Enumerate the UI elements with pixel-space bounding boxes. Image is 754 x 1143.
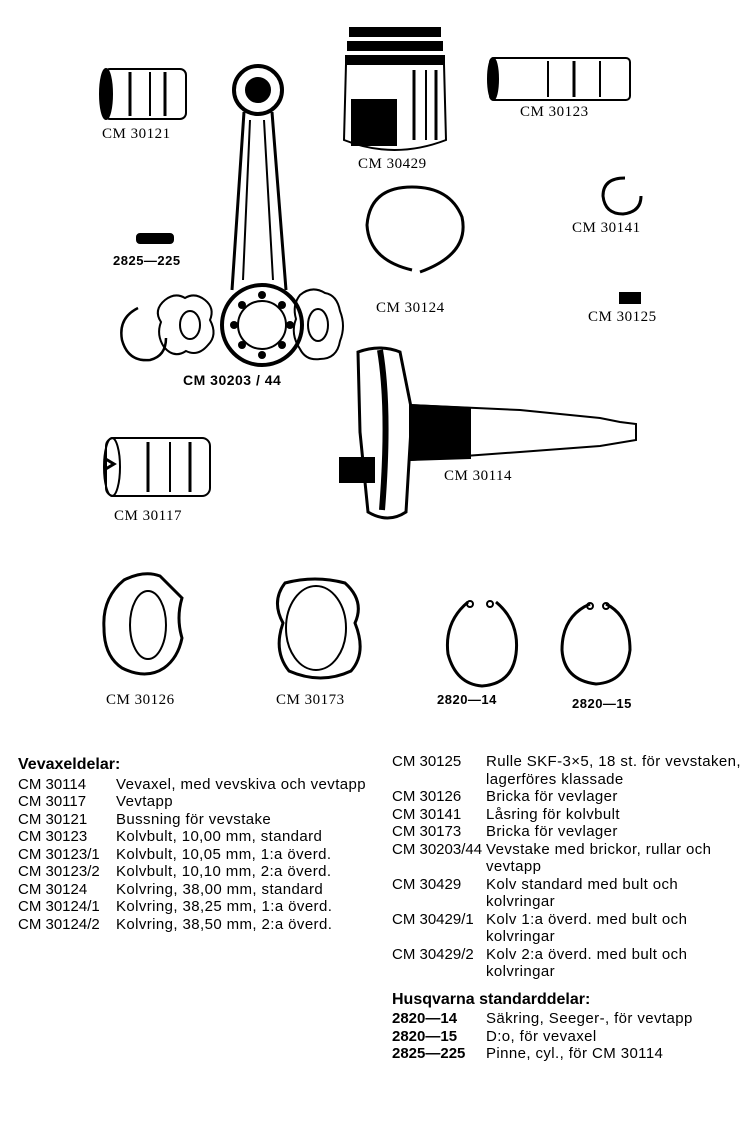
label-cm-30173: CM 30173 bbox=[276, 692, 345, 708]
washer-30126-drawing bbox=[102, 572, 184, 676]
parts-list-row: 2820—14 Säkring, Seeger-, för vevtapp bbox=[392, 1010, 742, 1028]
rod-washer-right-drawing bbox=[292, 288, 344, 361]
label-cm-30117: CM 30117 bbox=[114, 508, 183, 524]
parts-list-row: CM 30114 Vevaxel, med vevskiva och vevtap… bbox=[18, 776, 388, 794]
label-2820-14: 2820—14 bbox=[437, 692, 497, 707]
parts-list-row: CM 30429/1 Kolv 1:a överd. med bult och k… bbox=[392, 911, 742, 946]
bushing-drawing bbox=[99, 68, 187, 120]
part-description: Kolv standard med bult och kolvringar bbox=[486, 875, 679, 911]
label-2820-15: 2820—15 bbox=[572, 696, 632, 711]
small-circlip-drawing bbox=[120, 306, 168, 362]
label-cm-30114: CM 30114 bbox=[444, 468, 513, 484]
part-description: Säkring, Seeger-, för vevtapp bbox=[486, 1010, 693, 1027]
left-rows: CM 30114 Vevaxel, med vevskiva och vevtap… bbox=[18, 776, 388, 934]
part-description: Vevstake med brickor, rullar och vevtapp bbox=[486, 840, 712, 876]
parts-list-row: CM 30123 Kolvbult, 10,00 mm, standard bbox=[18, 828, 388, 846]
part-code: CM 30114 bbox=[18, 775, 87, 793]
circlip-2820-14-drawing bbox=[445, 600, 519, 688]
label-cm-30123: CM 30123 bbox=[520, 104, 589, 120]
label-2825-225: 2825—225 bbox=[113, 253, 181, 268]
label-cm-30203-44: CM 30203 / 44 bbox=[183, 372, 282, 388]
part-code: CM 30173 bbox=[392, 823, 462, 840]
label-cm-30141: CM 30141 bbox=[572, 220, 641, 236]
part-description: Rulle SKF-3×5, 18 st. för vevstaken, lag… bbox=[486, 753, 741, 788]
parts-illustration bbox=[99, 27, 643, 688]
part-code: 2825—225 bbox=[392, 1045, 466, 1062]
part-description: Pinne, cyl., för CM 30114 bbox=[486, 1045, 664, 1062]
part-description: Bricka för vevlager bbox=[486, 788, 618, 805]
circlip-2820-15-drawing bbox=[560, 602, 632, 686]
crankshaft-drawing bbox=[339, 346, 637, 520]
part-description: Kolvring, 38,50 mm, 2:a överd. bbox=[116, 915, 333, 933]
standard-parts-heading: Husqvarna standarddelar: bbox=[392, 990, 591, 1008]
part-description: Kolv 2:a överd. med bult och kolvringar bbox=[486, 945, 688, 981]
part-description: Kolvbult, 10,00 mm, standard bbox=[116, 828, 323, 845]
crankpin-drawing bbox=[103, 437, 211, 497]
parts-list-row: 2825—225 Pinne, cyl., för CM 30114 bbox=[392, 1045, 742, 1063]
parts-list-row: CM 30121 Bussning för vevstake bbox=[18, 811, 388, 829]
part-code: CM 30429 bbox=[392, 875, 462, 893]
parts-list-row: CM 30123/2 Kolvbult, 10,10 mm, 2:a överd. bbox=[18, 863, 388, 881]
piston-ring-drawing bbox=[365, 185, 465, 274]
parts-list-row: CM 30117 Vevtapp bbox=[18, 793, 388, 811]
part-code: CM 30126 bbox=[392, 788, 462, 805]
piston-drawing bbox=[342, 27, 448, 151]
part-code: CM 30124 bbox=[18, 880, 88, 898]
parts-list-row: CM 30173 Bricka för vevlager bbox=[392, 823, 742, 841]
label-cm-30124: CM 30124 bbox=[376, 300, 445, 316]
part-code: 2820—14 bbox=[392, 1010, 458, 1027]
parts-list-row: CM 30124/1 Kolvring, 38,25 mm, 1:a överd. bbox=[18, 898, 388, 916]
parts-list-row: CM 30429 Kolv standard med bult och kolvr… bbox=[392, 876, 742, 911]
rod-washer-left-drawing bbox=[156, 294, 215, 356]
part-description: Vevaxel, med vevskiva och vevtapp bbox=[116, 775, 366, 793]
parts-list-row: CM 30141 Låsring för kolvbult bbox=[392, 806, 742, 824]
label-cm-30125: CM 30125 bbox=[588, 309, 657, 325]
part-description: Kolvring, 38,25 mm, 1:a överd. bbox=[116, 898, 333, 915]
part-description: Bricka för vevlager bbox=[486, 823, 618, 840]
part-description: Kolvbult, 10,05 mm, 1:a överd. bbox=[116, 845, 332, 863]
part-code: CM 30125 bbox=[392, 753, 462, 770]
parts-list-right: CM 30125 Rulle SKF-3×5, 18 st. för vevsta… bbox=[392, 753, 742, 1063]
part-description: Vevtapp bbox=[116, 793, 174, 810]
right-rows: CM 30125 Rulle SKF-3×5, 18 st. för vevsta… bbox=[392, 753, 742, 981]
part-code: CM 30123/1 bbox=[18, 845, 100, 863]
part-code: CM 30203/44 bbox=[392, 840, 483, 858]
part-code: CM 30429/2 bbox=[392, 945, 474, 963]
connecting-rod-drawing bbox=[220, 64, 304, 367]
parts-list-row: CM 30125 Rulle SKF-3×5, 18 st. för vevsta… bbox=[392, 753, 742, 788]
part-code: CM 30123 bbox=[18, 828, 88, 845]
pin-drawing bbox=[136, 233, 174, 244]
washer-30173-drawing bbox=[276, 577, 362, 680]
gudgeon-pin-drawing bbox=[487, 57, 631, 101]
parts-list-heading: Vevaxeldelar: bbox=[18, 756, 121, 773]
parts-list-row: CM 30124/2 Kolvring, 38,50 mm, 2:a överd. bbox=[18, 916, 388, 934]
part-description: Kolvring, 38,00 mm, standard bbox=[116, 880, 324, 898]
part-code: CM 30123/2 bbox=[18, 863, 100, 880]
label-cm-30121: CM 30121 bbox=[102, 126, 171, 142]
part-code: CM 30124/1 bbox=[18, 898, 100, 915]
parts-list-row: 2820—15 D:o, för vevaxel bbox=[392, 1028, 742, 1046]
label-cm-30429: CM 30429 bbox=[358, 156, 427, 172]
parts-list-row: CM 30124 Kolvring, 38,00 mm, standard bbox=[18, 881, 388, 899]
part-description: Bussning för vevstake bbox=[116, 810, 272, 828]
part-code: CM 30121 bbox=[18, 810, 88, 828]
parts-list-row: CM 30123/1 Kolvbult, 10,05 mm, 1:a överd. bbox=[18, 846, 388, 864]
lock-ring-drawing bbox=[601, 176, 643, 216]
part-code: CM 30117 bbox=[18, 793, 87, 810]
parts-list-row: CM 30429/2 Kolv 2:a överd. med bult och k… bbox=[392, 946, 742, 981]
part-description: Låsring för kolvbult bbox=[486, 805, 620, 823]
part-description: Kolv 1:a överd. med bult och kolvringar bbox=[486, 910, 688, 946]
part-code: 2820—15 bbox=[392, 1027, 458, 1045]
part-code: CM 30124/2 bbox=[18, 915, 100, 933]
parts-list-left: Vevaxeldelar: CM 30114 Vevaxel, med vevsk… bbox=[18, 756, 388, 933]
parts-list-row: CM 30126 Bricka för vevlager bbox=[392, 788, 742, 806]
label-cm-30126: CM 30126 bbox=[106, 692, 175, 708]
roller-drawing bbox=[619, 292, 641, 304]
part-code: CM 30141 bbox=[392, 805, 462, 823]
part-description: Kolvbult, 10,10 mm, 2:a överd. bbox=[116, 863, 332, 880]
part-description: D:o, för vevaxel bbox=[486, 1027, 597, 1045]
part-code: CM 30429/1 bbox=[392, 910, 474, 928]
